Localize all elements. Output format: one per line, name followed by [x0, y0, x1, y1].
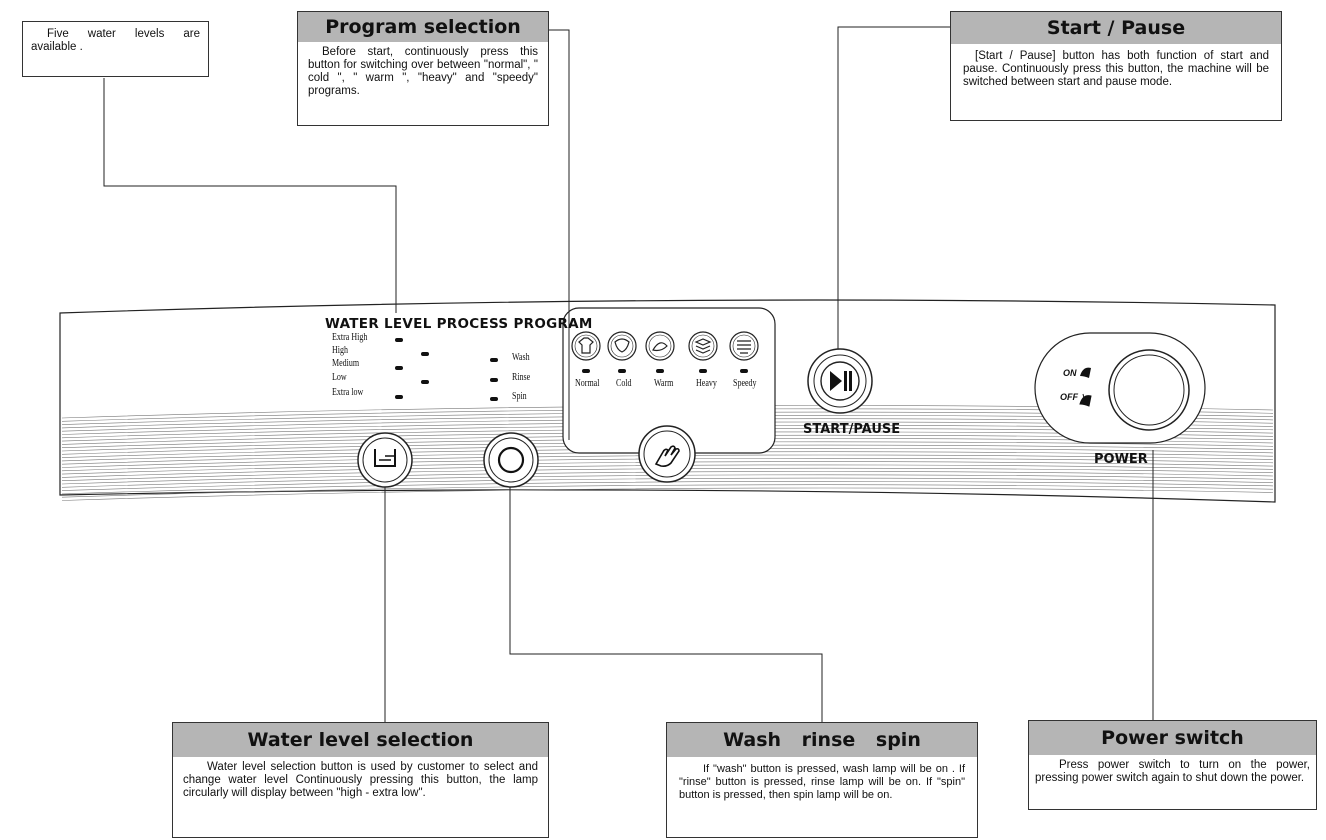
water-level-selection-title: Water level selection: [173, 723, 548, 757]
process-label-rinse: Rinse: [512, 372, 531, 383]
water-level-label-extra-high: Extra High: [332, 332, 368, 343]
program-lamp-speedy: [740, 369, 748, 373]
water-level-lamp-high: [421, 352, 429, 356]
water-level-label-high: High: [332, 345, 348, 356]
power-knob[interactable]: [1107, 348, 1191, 432]
play-pause-icon: [830, 371, 852, 391]
power-switch-body: Press power switch to turn on the power,…: [1035, 759, 1310, 784]
power-knob-icon: [1113, 354, 1185, 426]
panel-header: WATER LEVEL PROCESS PROGRAM: [325, 316, 593, 332]
water-level-label-medium: Medium: [332, 358, 360, 369]
start-pause-callout: Start / Pause [Start / Pause] button has…: [950, 11, 1282, 121]
power-label: POWER: [1094, 452, 1148, 467]
start-pause-button[interactable]: [805, 346, 875, 416]
power-on-label: ON: [1063, 368, 1077, 378]
program-button[interactable]: [634, 424, 700, 484]
circle-icon: [497, 446, 525, 474]
program-selection-body: Before start, continuously press this bu…: [308, 46, 538, 97]
program-label-heavy: Heavy: [696, 378, 717, 389]
water-levels-note: Five water levels are available .: [22, 21, 209, 77]
water-level-label-low: Low: [332, 372, 347, 383]
water-level-label-extra-low: Extra low: [332, 387, 364, 398]
water-level-button[interactable]: [355, 430, 415, 490]
process-lamp-wash: [490, 358, 498, 362]
program-selection-title: Program selection: [298, 12, 548, 42]
program-lamp-heavy: [699, 369, 707, 373]
program-label-normal: Normal: [575, 378, 600, 389]
power-off-label: OFF: [1060, 392, 1078, 402]
program-lamp-warm: [656, 369, 664, 373]
water-level-lamp-low: [421, 380, 429, 384]
start-pause-label: START/PAUSE: [803, 422, 901, 437]
panel-hatch-line: [61, 487, 1274, 501]
power-off-icon: [1079, 393, 1092, 407]
water-level-lamp-medium: [395, 366, 403, 370]
water-level-selection-callout: Water level selection Water level select…: [172, 722, 549, 838]
program-label-cold: Cold: [616, 378, 632, 389]
program-lamp-cold: [618, 369, 626, 373]
wash-rinse-spin-body: If "wash" button is pressed, wash lamp w…: [679, 763, 965, 801]
power-state-icons: [1079, 367, 1092, 407]
start-pause-body: [Start / Pause] button has both function…: [963, 50, 1269, 88]
program-selection-callout: Program selection Before start, continuo…: [297, 11, 549, 126]
program-label-warm: Warm: [654, 378, 674, 389]
water-level-icon: [374, 449, 396, 467]
water-level-lamp-extra-low: [395, 395, 403, 399]
program-label-speedy: Speedy: [733, 378, 757, 389]
power-switch-callout: Power switch Press power switch to turn …: [1028, 720, 1317, 810]
process-label-spin: Spin: [512, 391, 527, 402]
water-level-selection-body: Water level selection button is used by …: [183, 761, 538, 799]
wash-rinse-spin-callout: Wash rinse spin If "wash" button is pres…: [666, 722, 978, 838]
program-icons: [571, 331, 759, 361]
power-switch-title: Power switch: [1029, 721, 1316, 755]
panel-hatch-line: [61, 484, 1274, 498]
wash-rinse-spin-title: Wash rinse spin: [667, 723, 977, 757]
water-levels-note-text: Five water levels are available .: [31, 28, 200, 53]
water-level-lamp-extra-high: [395, 338, 403, 342]
process-lamp-spin: [490, 397, 498, 401]
program-lamp-normal: [582, 369, 590, 373]
process-lamp-rinse: [490, 378, 498, 382]
start-pause-title: Start / Pause: [951, 12, 1281, 44]
power-on-icon: [1080, 367, 1091, 378]
hand-press-icon: [654, 445, 680, 467]
process-label-wash: Wash: [512, 352, 530, 363]
wash-rinse-spin-button[interactable]: [481, 430, 541, 490]
